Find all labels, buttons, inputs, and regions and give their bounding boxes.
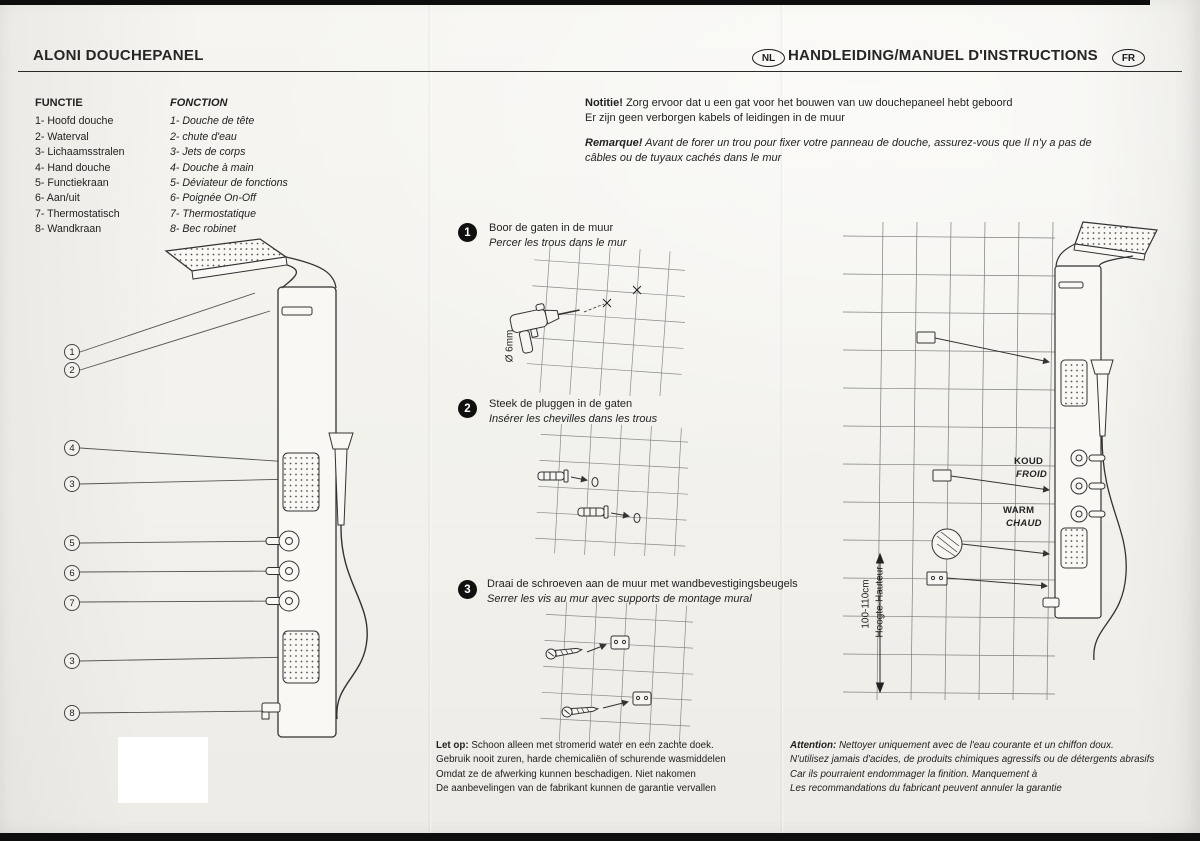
height-axis-label: Hoogte-Hauteur (874, 566, 886, 638)
part-item: 6- Aan/uit (35, 192, 80, 205)
callout-hoofd-douche: 1 (64, 344, 80, 360)
note-fr: Remarque! Avant de forer un trou pour fi… (585, 136, 1100, 166)
care-nl-line3: Omdat ze de afwerking kunnen beschadigen… (436, 768, 696, 780)
step-1-drill-drawing (509, 246, 685, 396)
step-2-number: 2 (464, 402, 471, 415)
part-item: 6- Poignée On-Off (170, 192, 256, 205)
care-warning-fr: Attention: Nettoyer uniquement avec de l… (790, 739, 1154, 797)
step-3-text: Draai de schroeven aan de muur met wandb… (487, 577, 798, 606)
part-item: 8- Wandkraan (35, 223, 102, 236)
part-item: 4- Hand douche (35, 161, 111, 174)
step-3-badge: 3 (458, 580, 477, 599)
step-1-text-fr: Percer les trous dans le mur (489, 236, 627, 249)
part-item: 3- Lichaamsstralen (35, 146, 125, 159)
step-2-text-nl: Steek de pluggen in de gaten (489, 398, 633, 410)
care-nl-line2: Gebruik nooit zuren, harde chemicaliën o… (436, 754, 726, 766)
scan-edge-top (0, 0, 1150, 5)
part-item: 4- Douche à main (170, 161, 254, 174)
installation-diagram (842, 221, 1158, 701)
parts-list-functie: FUNCTIE 1- Hoofd douche 2- Waterval 3- L… (35, 96, 125, 238)
care-warning-nl: Let op: Schoon alleen met stromend water… (436, 739, 726, 797)
callout-waterval: 2 (64, 362, 80, 378)
note-nl-line2: Er zijn geen verborgen kabels of leiding… (585, 112, 845, 124)
part-item: 3- Jets de corps (170, 146, 246, 159)
parts-title-nl: FUNCTIE (35, 97, 83, 109)
manual-title: HANDLEIDING/MANUEL D'INSTRUCTIONS (788, 47, 1098, 64)
step-2-text: Steek de pluggen in de gaten Insérer les… (489, 397, 657, 426)
care-fr-line1: Nettoyer uniquement avec de l'eau couran… (838, 740, 1114, 751)
step-3-number: 3 (464, 583, 471, 596)
part-item: 1- Douche de tête (170, 115, 255, 128)
callout-lichaamsstralen-upper: 3 (64, 476, 80, 492)
callout-hand-douche: 4 (64, 440, 80, 456)
drill-diameter-label: Ø 6mm (504, 329, 516, 363)
cold-label-nl: KOUD (1014, 456, 1044, 467)
care-fr-line4: Les recommandations du fabricant peuvent… (790, 783, 1062, 795)
parts-title-fr: FONCTION (170, 97, 228, 109)
note-fr-text: Avant de forer un trou pour fixer votre … (585, 137, 1092, 164)
step-2-text-fr: Insérer les chevilles dans les trous (489, 412, 658, 425)
callout-lichaamsstralen-lower: 3 (64, 653, 80, 669)
step-3-screws-drawing (540, 602, 693, 744)
callout-wandkraan: 8 (64, 705, 80, 721)
callout-functiekraan: 5 (64, 535, 80, 551)
note-nl-line1: Zorg ervoor dat u een gat voor het bouwe… (625, 97, 1013, 109)
part-item: 8- Bec robinet (170, 223, 236, 236)
step-1-badge: 1 (458, 223, 477, 242)
parts-list-fonction: FONCTION 1- Douche de tête 2- chute d'ea… (170, 96, 288, 238)
care-nl-line4: De aanbevelingen van de fabrikant kunnen… (436, 783, 716, 795)
part-item: 7- Thermostatisch (35, 207, 120, 220)
care-fr-line3: Car ils pourraient endommager la finitio… (790, 768, 1038, 780)
step-1-text-nl: Boor de gaten in de muur (489, 222, 614, 234)
fr-badge: FR (1112, 49, 1145, 67)
header-rule (18, 71, 1182, 72)
callout-aan-uit: 6 (64, 565, 80, 581)
step-1-text: Boor de gaten in de muur Percer les trou… (489, 221, 627, 250)
note-fr-label: Remarque! (585, 137, 643, 149)
warm-label-nl: WARM (1003, 505, 1035, 516)
care-fr-line2: N'utilisez jamais d'acides, de produits … (790, 754, 1155, 766)
part-item: 2- chute d'eau (170, 130, 237, 143)
care-nl-line1: Schoon alleen met stromend water en een … (471, 740, 714, 751)
care-nl-label: Let op: (436, 740, 469, 751)
step-2-badge: 2 (458, 399, 477, 418)
shower-panel-diagram (79, 238, 368, 738)
warm-label-fr: CHAUD (1006, 518, 1042, 529)
part-item: 1- Hoofd douche (35, 115, 114, 128)
cold-label-fr: FROID (1016, 469, 1048, 480)
note-nl-label: Notitie! (585, 97, 623, 109)
scan-edge-bottom (0, 833, 1200, 841)
step-3-text-fr: Serrer les vis au mur avec supports de m… (487, 592, 752, 605)
page-title: ALONI DOUCHEPANEL (33, 47, 204, 64)
height-range-label: 100-110cm (860, 579, 872, 629)
care-fr-label: Attention: (790, 740, 837, 751)
step-1-number: 1 (464, 226, 471, 239)
nl-badge: NL (752, 49, 785, 67)
step-3-text-nl: Draai de schroeven aan de muur met wandb… (487, 578, 798, 590)
part-item: 2- Waterval (35, 130, 89, 143)
part-item: 7- Thermostatique (170, 207, 256, 220)
white-patch (118, 737, 208, 803)
part-item: 5- Functiekraan (35, 177, 109, 190)
paper-crease (428, 0, 432, 841)
paper-crease (780, 0, 784, 841)
note-nl: Notitie! Zorg ervoor dat u een gat voor … (585, 96, 1185, 126)
step-2-plugs-drawing (535, 424, 688, 556)
callout-thermostatisch: 7 (64, 595, 80, 611)
part-item: 5- Déviateur de fonctions (170, 177, 288, 190)
